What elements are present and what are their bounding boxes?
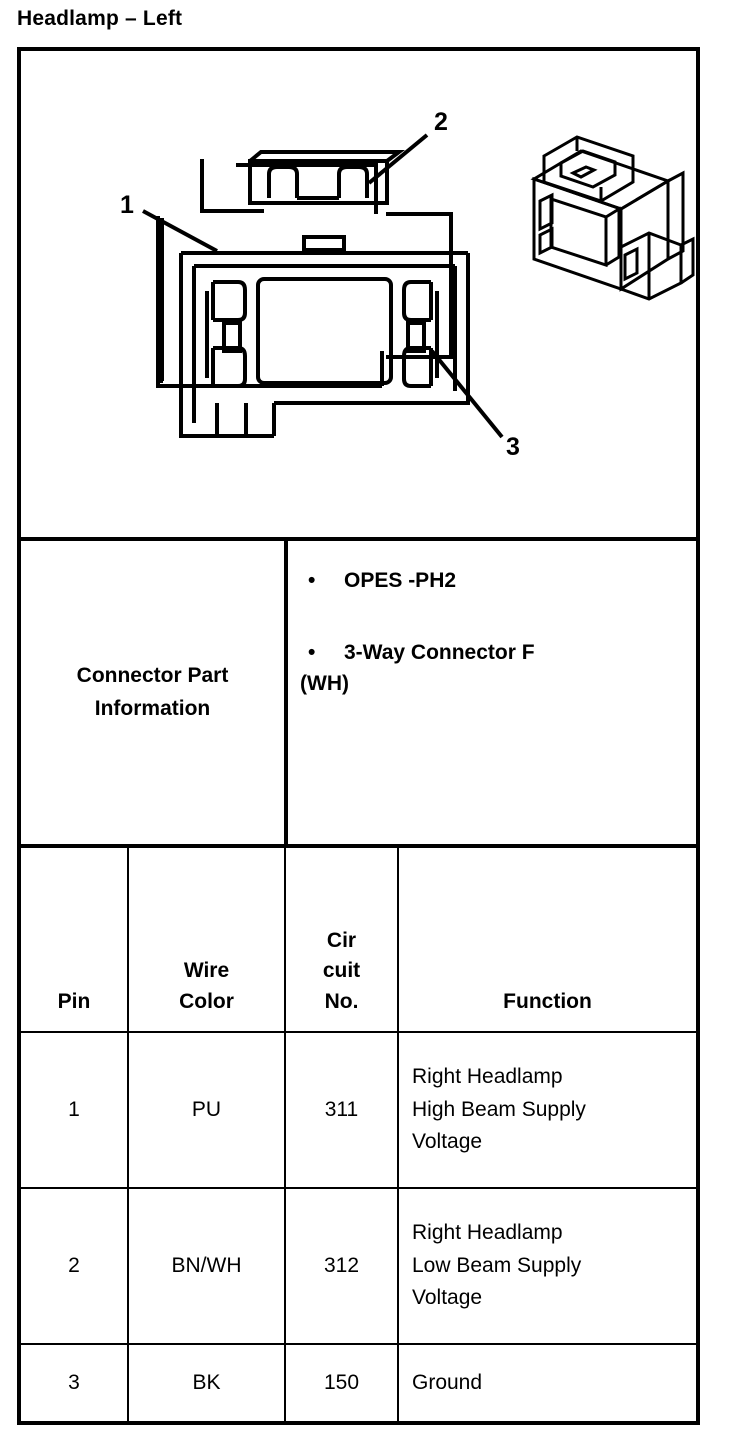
column-header-circuit-no: Cir cuit No.: [284, 848, 399, 1033]
cell-wire-color: BN/WH: [127, 1188, 286, 1345]
callout-3-leader: [430, 349, 504, 439]
connector-illustration-pane: 1 2 3: [21, 51, 696, 541]
connector-isometric-view: [530, 135, 695, 301]
cell-function-line1: Ground: [412, 1371, 483, 1395]
bullet-icon: •: [308, 569, 316, 592]
column-header-pin: Pin: [21, 848, 129, 1033]
cell-function-line2: Low Beam Supply: [412, 1253, 582, 1277]
cell-function-line2: High Beam Supply: [412, 1097, 586, 1121]
bullet-icon: •: [308, 640, 316, 664]
part-info-item-1-text: OPES -PH2: [344, 569, 457, 592]
cell-function-line3: Voltage: [412, 1286, 483, 1310]
column-header-circuit-line3: No.: [324, 989, 359, 1013]
pin-assignment-table: Pin Wire Color Cir cuit No. Function 1: [21, 848, 696, 1422]
page-title: Headlamp – Left: [17, 7, 183, 30]
column-header-wire-line2: Color: [179, 989, 234, 1013]
connector-part-information-row: Connector Part Information • OPES -PH2 •…: [21, 541, 696, 848]
column-header-pin-label: Pin: [57, 989, 91, 1013]
cell-function: Ground: [397, 1344, 696, 1422]
callout-number-1: 1: [120, 191, 134, 219]
callout-1-leader: [142, 209, 218, 253]
column-header-circuit-line2: cuit: [322, 959, 361, 983]
column-header-wire-color: Wire Color: [127, 848, 286, 1033]
cell-circuit-no: 311: [284, 1032, 399, 1189]
callout-number-2: 2: [434, 108, 448, 136]
cell-function: Right Headlamp Low Beam Supply Voltage: [397, 1188, 696, 1345]
cell-function-line1: Right Headlamp: [412, 1065, 563, 1089]
cell-pin: 1: [21, 1032, 129, 1189]
connector-information-sheet: 1 2 3 Connector Part Information • OPES …: [17, 47, 700, 1425]
connector-illustration-svg: 1 2 3: [120, 108, 695, 461]
cell-pin: 2: [21, 1188, 129, 1345]
part-info-label-line2: Information: [94, 696, 211, 720]
cell-circuit-no: 150: [284, 1344, 399, 1422]
callout-number-3: 3: [506, 433, 520, 461]
cell-wire-color: PU: [127, 1032, 286, 1189]
cell-wire-color: BK: [127, 1344, 286, 1422]
column-header-wire-line1: Wire: [183, 959, 230, 983]
column-header-function-label: Function: [503, 989, 592, 1013]
cell-function: Right Headlamp High Beam Supply Voltage: [397, 1032, 696, 1189]
connector-front-view: [156, 150, 470, 438]
column-header-circuit-line1: Cir: [326, 928, 357, 952]
cell-pin: 3: [21, 1344, 129, 1422]
column-header-function: Function: [397, 848, 696, 1033]
part-info-item-2: • 3-Way Connector F (WH): [300, 637, 684, 700]
callout-leader-lines: [142, 133, 504, 439]
connector-part-information-label: Connector Part Information: [21, 541, 288, 844]
cell-circuit-no: 312: [284, 1188, 399, 1345]
part-info-item-1: • OPES -PH2: [300, 565, 684, 597]
cell-function-line3: Voltage: [412, 1130, 483, 1154]
cell-function-line1: Right Headlamp: [412, 1221, 563, 1245]
connector-part-information-values: • OPES -PH2 • 3-Way Connector F (WH): [288, 541, 696, 844]
table-row: 3 BK 150 Ground: [21, 1344, 696, 1422]
callout-2-leader: [367, 133, 429, 185]
part-info-item-2-continuation: (WH): [300, 672, 349, 695]
table-header-row: Pin Wire Color Cir cuit No. Function: [21, 848, 696, 1033]
part-info-item-2-text: 3-Way Connector F: [344, 640, 535, 664]
table-row: 1 PU 311 Right Headlamp High Beam Supply…: [21, 1032, 696, 1189]
part-info-label-line1: Connector Part: [76, 663, 229, 687]
table-row: 2 BN/WH 312 Right Headlamp Low Beam Supp…: [21, 1188, 696, 1345]
